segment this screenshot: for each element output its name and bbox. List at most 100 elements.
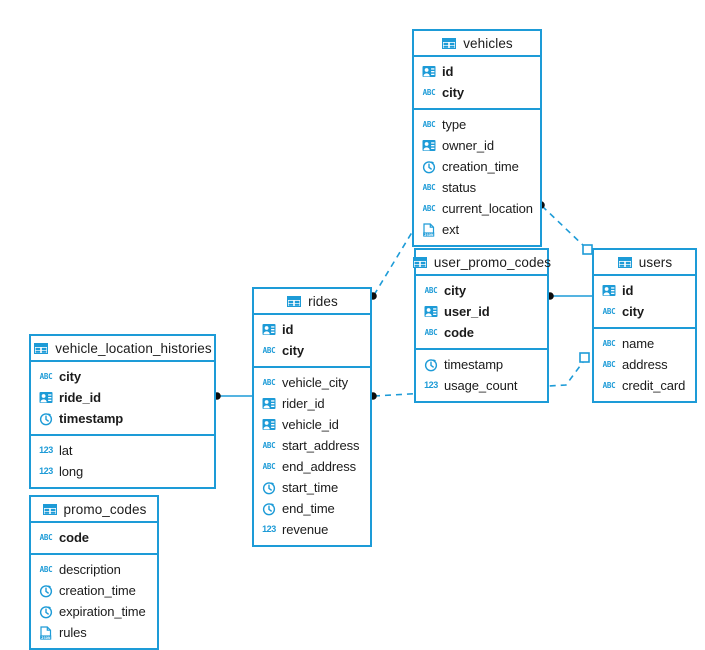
field-label: ride_id [59,390,101,405]
clock-icon [38,584,54,598]
table-icon [617,255,633,269]
field-label: expiration_time [59,604,146,619]
field-label: long [59,464,84,479]
marker-open-square [582,244,593,255]
field-label: creation_time [442,159,519,174]
primary-key-row[interactable]: id [254,319,370,340]
id-card-icon [261,397,277,411]
field-label: description [59,562,121,577]
primary-key-row[interactable]: timestamp [31,408,214,429]
table-header-vehicles[interactable]: vehicles [414,31,540,57]
clock-icon [421,160,437,174]
table-header-rides[interactable]: rides [254,289,370,315]
clock-icon [261,502,277,516]
column-row[interactable]: ABC status [414,177,540,198]
primary-key-row[interactable]: user_id [416,301,547,322]
field-label: code [444,325,474,340]
field-label: credit_card [622,378,686,393]
column-row[interactable]: ABC type [414,114,540,135]
json-document-icon: JSON [421,222,437,237]
column-row[interactable]: start_time [254,477,370,498]
field-label: current_location [442,201,533,216]
primary-key-row[interactable]: ride_id [31,387,214,408]
field-label: vehicle_city [282,375,348,390]
column-row[interactable]: expiration_time [31,601,157,622]
field-label: rules [59,625,87,640]
table-header-user_promo_codes[interactable]: user_promo_codes [412,250,551,276]
clock-icon [38,605,54,619]
table-header-vehicle_location_histories[interactable]: vehicle_location_histories [31,336,214,362]
field-label: timestamp [444,357,504,372]
column-row[interactable]: ABC vehicle_city [254,372,370,393]
field-label: id [282,322,294,337]
column-row[interactable]: creation_time [31,580,157,601]
number-123-icon: 123 [424,380,438,390]
column-row[interactable]: vehicle_id [254,414,370,435]
primary-key-row[interactable]: id [414,61,540,82]
field-label: owner_id [442,138,494,153]
table-icon [412,255,428,269]
abc-text-icon: ABC [602,306,616,316]
field-label: city [282,343,305,358]
table-icon [33,341,49,355]
abc-text-icon: ABC [422,182,436,192]
column-row[interactable]: owner_id [414,135,540,156]
column-row[interactable]: rider_id [254,393,370,414]
table-title: promo_codes [63,501,147,517]
field-label: type [442,117,467,132]
abc-text-icon: ABC [262,377,276,387]
column-row[interactable]: end_time [254,498,370,519]
column-row[interactable]: creation_time [414,156,540,177]
abc-text-icon: ABC [424,285,438,295]
primary-key-row[interactable]: id [594,280,695,301]
table-title: users [638,254,673,270]
field-label: start_address [282,438,360,453]
id-card-icon [423,305,439,319]
abc-text-icon: ABC [422,119,436,129]
field-label: user_id [444,304,490,319]
number-123-icon: 123 [262,524,276,534]
table-header-promo_codes[interactable]: promo_codes [31,497,157,523]
id-card-icon [421,139,437,153]
field-label: city [59,369,82,384]
id-card-icon [261,323,277,337]
relationship-vehicles-users [537,201,593,255]
column-row[interactable]: timestamp [416,354,547,375]
table-header-users[interactable]: users [594,250,695,276]
field-label: status [442,180,477,195]
field-label: end_time [282,501,335,516]
